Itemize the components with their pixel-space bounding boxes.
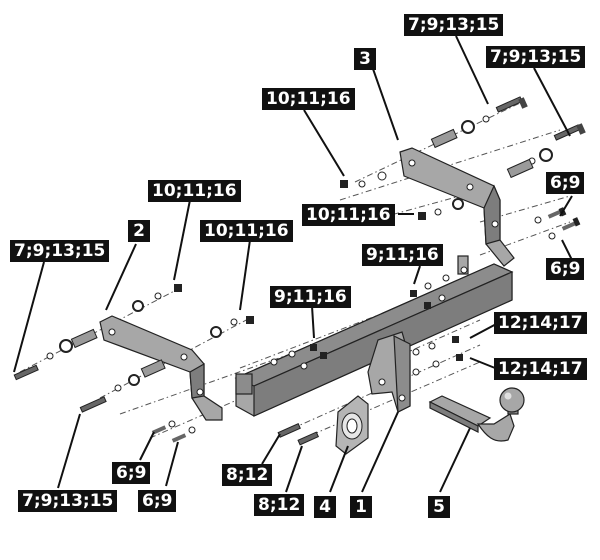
part-number-2: 2 (128, 220, 150, 242)
label-bolt-left-b: 6;9 (138, 490, 177, 512)
left-bracket (99, 315, 223, 421)
label-nut-set-center: 9;11;16 (362, 244, 443, 266)
label-bolt-top-a: 7;9;13;15 (404, 14, 504, 36)
label-bolt-right-a: 6;9 (546, 172, 585, 194)
tow-ball-bar (428, 387, 525, 442)
label-nut-set-left-a: 10;11;16 (148, 180, 241, 202)
part-number-5: 5 (428, 496, 450, 518)
hardware-left (13, 284, 320, 446)
label-bolt-left-a: 6;9 (112, 462, 151, 484)
right-bracket (399, 147, 515, 267)
label-nut-set-ball-a: 12;14;17 (494, 312, 587, 334)
label-nut-set-left-b: 10;11;16 (200, 220, 293, 242)
label-bolt-left: 7;9;13;15 (10, 240, 110, 262)
label-nut-set-ball-b: 12;14;17 (494, 358, 587, 380)
part-number-3: 3 (354, 48, 376, 70)
label-bolt-plate-a: 8;12 (222, 464, 273, 486)
part-number-4: 4 (314, 496, 336, 518)
hardware-center (270, 266, 468, 376)
socket-plate (335, 395, 369, 455)
hardware-right (340, 96, 586, 240)
label-bolt-right-b: 6;9 (546, 258, 585, 280)
label-bolt-bottom-left: 7;9;13;15 (18, 490, 118, 512)
label-nut-set-top: 10;11;16 (262, 88, 355, 110)
cross-beam (234, 255, 514, 417)
label-bolt-plate-b: 8;12 (254, 494, 305, 516)
part-number-1: 1 (350, 496, 372, 518)
label-nut-set-right-bracket: 10;11;16 (302, 204, 395, 226)
label-nut-set-left-center: 9;11;16 (270, 286, 351, 308)
label-bolt-top-b: 7;9;13;15 (486, 46, 586, 68)
